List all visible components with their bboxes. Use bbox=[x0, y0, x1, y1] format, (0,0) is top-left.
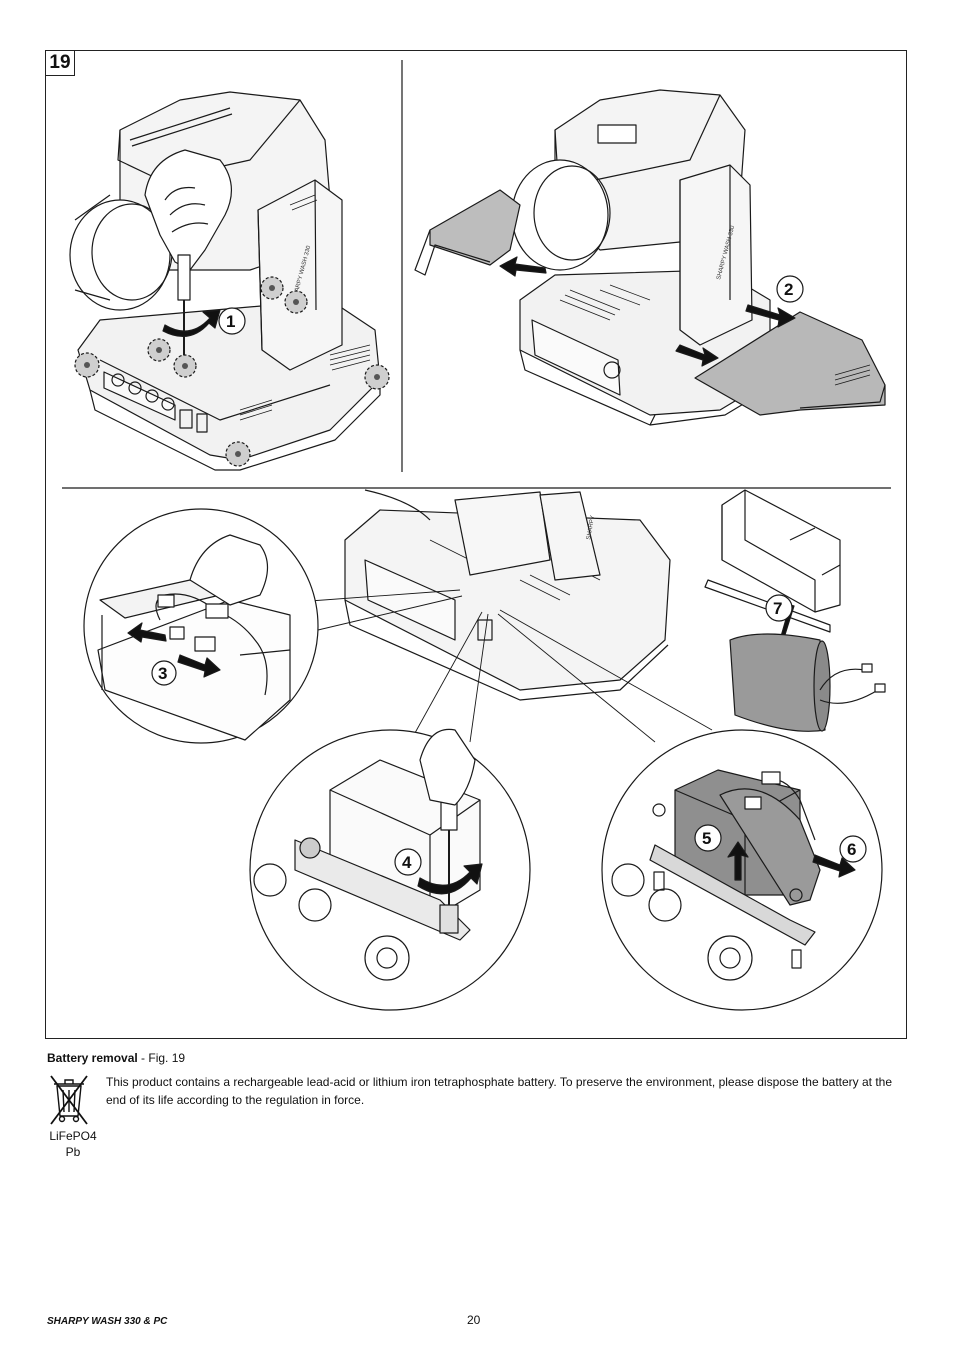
footer-product-title: SHARPY WASH 330 & PC bbox=[47, 1316, 168, 1327]
step-label-6: 6 bbox=[847, 840, 856, 859]
step-label-7: 7 bbox=[773, 599, 782, 618]
step-label-4: 4 bbox=[402, 853, 412, 872]
caption-title: Battery removal bbox=[47, 1051, 138, 1065]
step-label-5: 5 bbox=[702, 829, 711, 848]
detail-circle-4 bbox=[249, 728, 531, 1011]
step-label-2: 2 bbox=[784, 280, 793, 299]
figure-number: 19 bbox=[45, 50, 75, 76]
caption-ref: - Fig. 19 bbox=[137, 1051, 186, 1065]
step-label-1: 1 bbox=[226, 312, 235, 331]
battery-type-label-lifepo4: LiFePO4 bbox=[49, 1129, 97, 1143]
svg-text:SHARPY: SHARPY bbox=[586, 515, 596, 540]
fixture-base-drawing: SHARPY bbox=[344, 489, 671, 701]
leader-lines bbox=[309, 589, 713, 761]
page-number: 20 bbox=[467, 1313, 481, 1327]
fixture-left-drawing: SHARPY WASH 330 bbox=[69, 91, 390, 471]
crossed-bin-icon bbox=[50, 1075, 88, 1125]
disposal-notice-text: This product contains a rechargeable lea… bbox=[106, 1075, 893, 1107]
battery-type-label-pb: Pb bbox=[65, 1145, 81, 1159]
fixture-right-drawing: SHARPY WASH 330 bbox=[414, 89, 886, 426]
lifepo4-battery-drawing bbox=[729, 594, 886, 732]
step-label-3: 3 bbox=[158, 664, 167, 683]
battery-cover-bracket-drawing bbox=[704, 489, 841, 656]
figure-caption: Battery removal - Fig. 19 bbox=[47, 1051, 185, 1065]
figure-frame bbox=[45, 50, 907, 1039]
step-labels: 1 2 3 4 5 6 7 bbox=[158, 280, 856, 872]
detail-circle-5-6 bbox=[601, 729, 883, 1011]
detail-circle-3 bbox=[83, 508, 319, 744]
